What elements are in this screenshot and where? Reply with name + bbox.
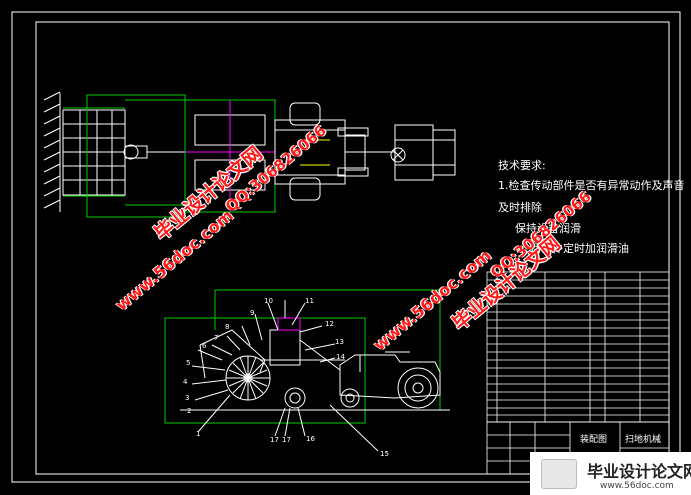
machine-name: 扫地机械 — [625, 435, 662, 445]
part-number-5: 5 — [186, 359, 191, 367]
tech-item-1: 1.检查传动部件是否有异常动作及声音 — [498, 179, 685, 192]
part-number-11: 11 — [305, 297, 314, 305]
part-number-3: 3 — [185, 394, 190, 402]
part-number-4: 4 — [183, 378, 188, 386]
part-number-7: 7 — [214, 334, 219, 342]
tractor-rear-wheel — [397, 367, 439, 409]
part-number-14: 14 — [336, 353, 345, 361]
part-number-13: 13 — [335, 338, 344, 346]
part-number-12: 12 — [325, 320, 334, 328]
part-number-6: 6 — [202, 342, 207, 350]
footer-title: 毕业设计论文网 — [587, 462, 691, 481]
part-number-17b: 17 — [270, 436, 279, 444]
outer-frame — [11, 11, 681, 483]
footer-url: www.56doc.com — [600, 481, 674, 491]
part-number-17a: 17 — [282, 436, 291, 444]
part-number-2: 2 — [187, 407, 192, 415]
part-number-16: 16 — [306, 435, 315, 443]
part-number-15: 15 — [380, 450, 389, 458]
side-view — [164, 289, 450, 452]
part-number-8: 8 — [225, 323, 230, 331]
part-number-9: 9 — [250, 309, 255, 317]
graduation-cap-icon — [541, 459, 577, 489]
part-number-10: 10 — [264, 297, 273, 305]
tech-item-2: 及时排除 — [498, 201, 542, 214]
tech-heading: 技术要求: — [498, 159, 546, 172]
tech-item-3: 保持设备润滑 — [515, 222, 581, 235]
inner-frame — [35, 21, 670, 475]
tech-item-4: 活动件定时加润滑油 — [530, 242, 629, 255]
drawing-name: 装配图 — [580, 435, 608, 445]
part-number-1: 1 — [196, 430, 201, 438]
top-view — [43, 91, 456, 218]
